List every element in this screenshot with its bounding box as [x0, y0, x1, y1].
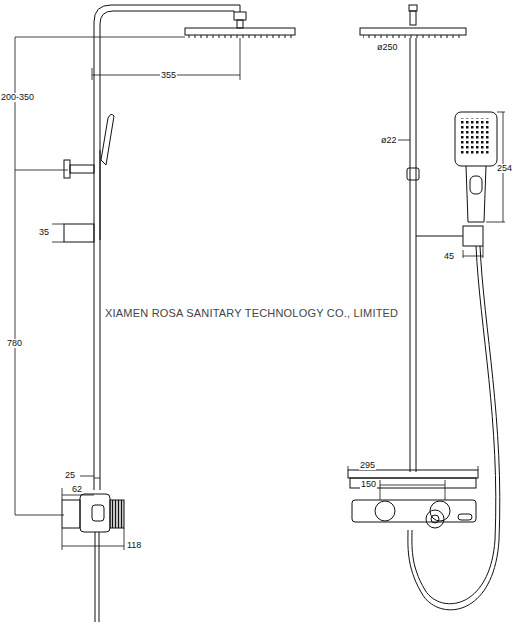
dimension-text: 200-350: [0, 93, 35, 102]
dimension-text: 62: [71, 485, 83, 494]
dimension-text: 118: [126, 541, 142, 550]
diameter-text: ø22: [380, 136, 398, 145]
dimension-text: 35: [38, 228, 50, 237]
dimension-text: 25: [64, 471, 76, 480]
dimension-text: 150: [360, 480, 377, 489]
dimension-text: 355: [160, 71, 177, 80]
dimension-text: 45: [443, 252, 455, 261]
diameter-text: ø250: [376, 43, 399, 52]
watermark: XIAMEN ROSA SANITARY TECHNOLOGY CO., LIM…: [104, 308, 399, 319]
dimension-text: 254: [496, 164, 513, 173]
dimension-text: 780: [6, 339, 23, 348]
dimension-text: 295: [359, 461, 376, 470]
